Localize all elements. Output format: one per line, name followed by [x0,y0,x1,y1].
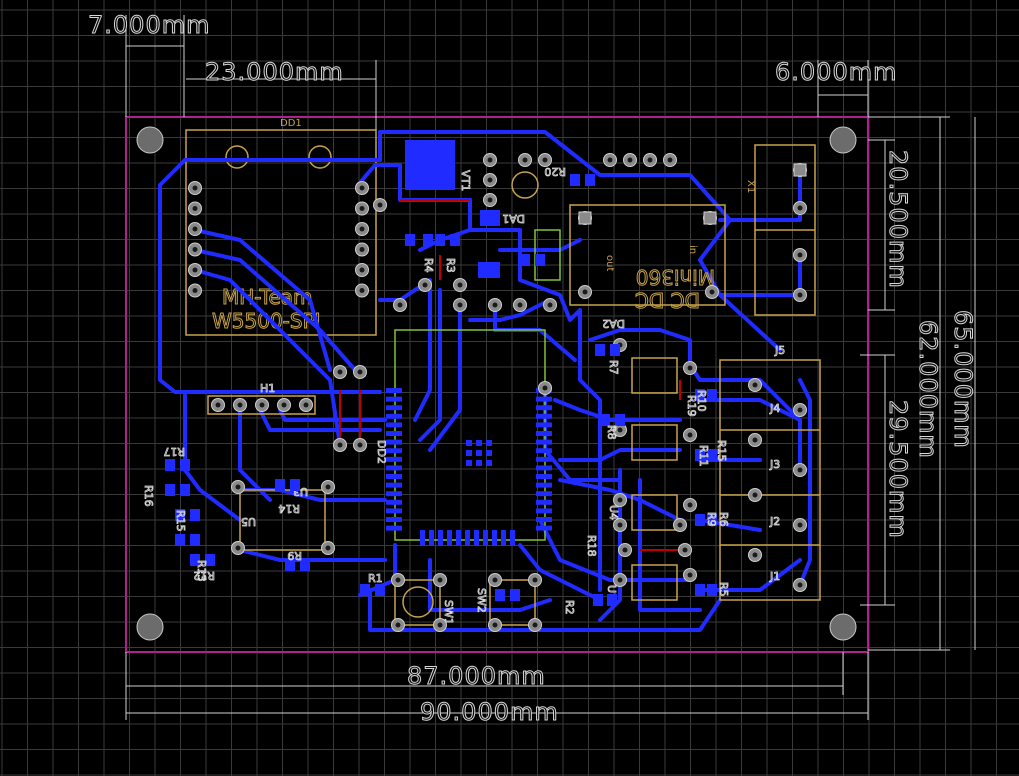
in-label: in [687,245,698,254]
output-connectors[interactable]: J5 J4 J3 J2 J1 [719,344,821,601]
svg-text:R8: R8 [605,425,618,440]
dimensions: 7.000mm 23.000mm 6.000mm 20.500mm 62.000… [88,11,978,727]
out-label: out [604,255,615,271]
svg-text:R18: R18 [585,535,598,557]
da2-label: DA2 [602,317,625,330]
module-line2: W5500-SPI [212,309,321,333]
resistor-labels: R20 R4 R3 R7 R8 R10 R19 R11 R15 R6 R9 R5… [142,165,731,615]
vt1-label: VT1 [459,170,472,191]
dd2-label: DD2 [375,440,388,464]
x1-connector[interactable]: X1 [745,144,816,316]
svg-text:R2: R2 [563,600,576,615]
j4-label: J4 [769,402,780,415]
dim-6mm: 6.000mm [775,58,897,86]
svg-text:R13: R13 [195,560,208,582]
mini360-label: Mini360 [636,265,715,289]
u5-label: U5 [241,515,256,528]
svg-text:R12: R12 [193,569,215,582]
svg-text:R20: R20 [544,165,566,178]
vt1[interactable]: VT1 [405,140,472,192]
svg-text:R4: R4 [422,258,435,273]
dd1-module[interactable]: DD1 MH-Team W5500-SPI [185,118,377,336]
dim-65mm: 65.000mm [949,310,977,449]
svg-text:R15: R15 [174,510,187,532]
dcdc-module[interactable]: DC DC Mini360 out in DA2 [569,204,726,330]
j5-label: J5 [774,344,785,357]
svg-text:R9: R9 [705,512,718,527]
board-outline [125,116,869,653]
svg-text:R3: R3 [444,258,457,273]
dim-90mm: 90.000mm [420,698,559,726]
dim-23mm: 23.000mm [205,58,344,86]
sw2-label: SW2 [475,588,488,613]
dim-20-5mm: 20.500mm [884,150,912,289]
svg-text:R19: R19 [685,395,698,417]
sw1-label: SW1 [442,600,455,625]
svg-text:R9: R9 [287,549,302,562]
dd1-label: DD1 [280,118,302,129]
dim-7mm: 7.000mm [88,11,210,39]
dim-29-5mm: 29.500mm [884,400,912,539]
svg-text:R11: R11 [697,445,710,467]
svg-text:R10: R10 [695,390,708,412]
svg-text:R14: R14 [278,502,300,515]
smd-pads [165,174,717,606]
svg-text:R5: R5 [717,582,730,597]
dim-87mm: 87.000mm [407,662,546,690]
sw2-button[interactable]: SW2 [475,579,536,626]
svg-text:R6: R6 [717,512,730,527]
j2-label: J2 [769,515,780,528]
j3-label: J3 [769,458,780,471]
svg-text:R17: R17 [163,445,185,458]
da1-label: DA1 [502,212,525,225]
through-hole-pads [188,153,807,632]
svg-text:R1: R1 [368,572,383,585]
dim-62mm: 62.000mm [914,320,942,459]
svg-text:R15: R15 [715,440,728,462]
mcu-pads [386,388,552,546]
svg-text:R16: R16 [142,485,155,507]
dcdc-label: DC DC [635,288,700,312]
h1-header[interactable]: H1 [207,382,316,415]
svg-text:R7: R7 [607,360,620,375]
x1-label: X1 [745,180,756,193]
j1-label: J1 [769,570,780,583]
h1-label: H1 [260,382,275,395]
sw1-button[interactable]: SW1 [394,579,455,626]
u4-label: U4 [607,505,620,520]
mounting-holes [136,126,857,641]
